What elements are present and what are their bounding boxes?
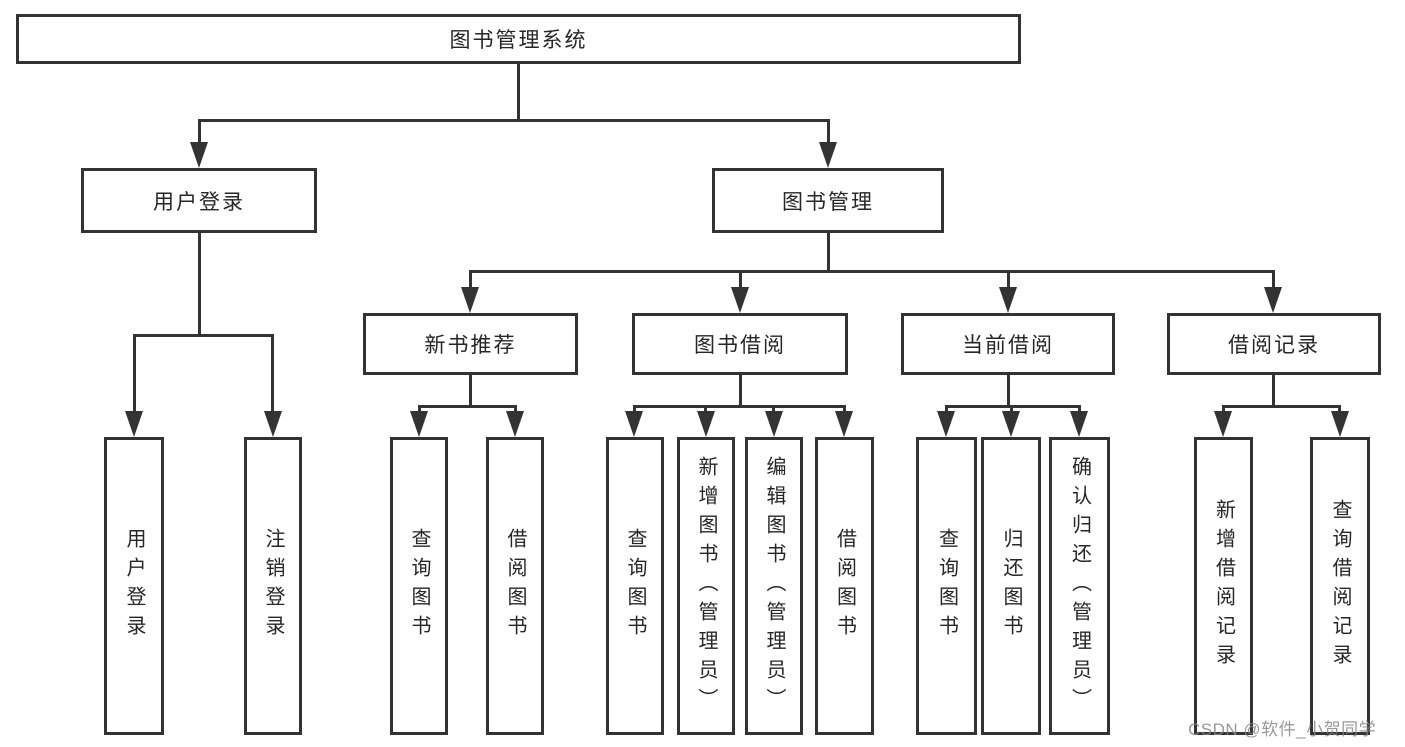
node-label: 图书管理 [782, 190, 874, 214]
node-label: 用户登录 [153, 190, 245, 214]
connector-line [739, 375, 742, 408]
leaf-label: 查询图书 [408, 528, 430, 644]
connector-line [198, 119, 201, 147]
connector-line [1272, 270, 1275, 292]
leaf-borrow-books-recommend: 借阅图书 [486, 437, 544, 735]
node-label: 图书管理系统 [449, 29, 588, 52]
connector-line [739, 270, 742, 292]
connector-line [1007, 270, 1010, 292]
arrow-down-icon [625, 411, 643, 437]
node-borrowing-records: 借阅记录 [1167, 313, 1381, 375]
arrow-down-icon [1331, 411, 1349, 437]
arrow-down-icon [506, 411, 524, 437]
arrow-down-icon [410, 411, 428, 437]
arrow-down-icon [190, 142, 208, 168]
leaf-borrow-books-borrowing: 借阅图书 [815, 437, 874, 735]
node-label: 借阅记录 [1228, 334, 1320, 357]
node-label: 当前借阅 [962, 334, 1054, 357]
arrow-down-icon [1214, 411, 1232, 437]
connector-line [1007, 375, 1010, 408]
leaf-label: 新增图书（管理员） [695, 455, 717, 717]
leaf-add-book-admin: 新增图书（管理员） [677, 437, 735, 735]
leaf-confirm-return-admin: 确认归还（管理员） [1049, 437, 1110, 735]
arrow-down-icon [835, 411, 853, 437]
connector-line [517, 64, 520, 121]
connector-line [418, 405, 517, 408]
connector-line [469, 270, 1275, 273]
leaf-label: 归还图书 [1000, 528, 1022, 644]
arrow-down-icon [697, 411, 715, 437]
node-label: 新书推荐 [424, 334, 517, 357]
leaf-add-borrow-record: 新增借阅记录 [1194, 437, 1253, 735]
leaf-label: 编辑图书（管理员） [763, 455, 785, 717]
connector-line [133, 334, 274, 337]
leaf-query-books-current: 查询图书 [916, 437, 977, 735]
connector-line [827, 233, 830, 273]
connector-line [469, 270, 472, 292]
node-label: 图书借阅 [694, 334, 786, 357]
node-book-borrowing: 图书借阅 [632, 313, 848, 375]
leaf-label: 查询借阅记录 [1329, 499, 1351, 673]
connector-line [198, 233, 201, 337]
leaf-label: 借阅图书 [833, 528, 856, 644]
connector-line [1272, 375, 1275, 408]
connector-line [271, 334, 274, 416]
arrow-down-icon [125, 411, 143, 437]
connector-line [133, 334, 136, 416]
connector-line [469, 375, 472, 408]
arrow-down-icon [1070, 411, 1088, 437]
arrow-down-icon [937, 411, 955, 437]
connector-line [633, 405, 845, 408]
leaf-query-books-recommend: 查询图书 [390, 437, 448, 735]
node-user-login: 用户登录 [81, 168, 317, 233]
arrow-down-icon [765, 411, 783, 437]
connector-line [1222, 405, 1341, 408]
leaf-label: 注销登录 [262, 528, 284, 644]
leaf-query-books-borrowing: 查询图书 [606, 437, 664, 735]
arrow-down-icon [731, 287, 749, 313]
leaf-label: 用户登录 [123, 528, 145, 644]
leaf-return-book: 归还图书 [981, 437, 1041, 735]
node-current-borrowing: 当前借阅 [901, 313, 1115, 375]
connector-line [827, 119, 830, 147]
leaf-label: 新增借阅记录 [1212, 499, 1235, 673]
csdn-watermark: CSDN @软件_小贺同学 [1188, 720, 1377, 739]
arrow-down-icon [264, 411, 282, 437]
arrow-down-icon [1002, 411, 1020, 437]
leaf-label: 查询图书 [935, 528, 958, 644]
arrow-down-icon [999, 287, 1017, 313]
leaf-edit-book-admin: 编辑图书（管理员） [745, 437, 803, 735]
leaf-label: 确认归还（管理员） [1068, 455, 1091, 717]
leaf-query-borrow-record: 查询借阅记录 [1310, 437, 1370, 735]
arrow-down-icon [461, 287, 479, 313]
leaf-logout: 注销登录 [244, 437, 302, 735]
node-new-book-recommend: 新书推荐 [363, 313, 578, 375]
leaf-user-login: 用户登录 [104, 437, 164, 735]
node-book-management: 图书管理 [712, 168, 944, 233]
connector-line [198, 119, 830, 122]
arrow-down-icon [819, 142, 837, 168]
leaf-label: 借阅图书 [504, 528, 526, 644]
arrow-down-icon [1264, 287, 1282, 313]
leaf-label: 查询图书 [624, 528, 646, 644]
node-root-library-system: 图书管理系统 [16, 14, 1021, 64]
